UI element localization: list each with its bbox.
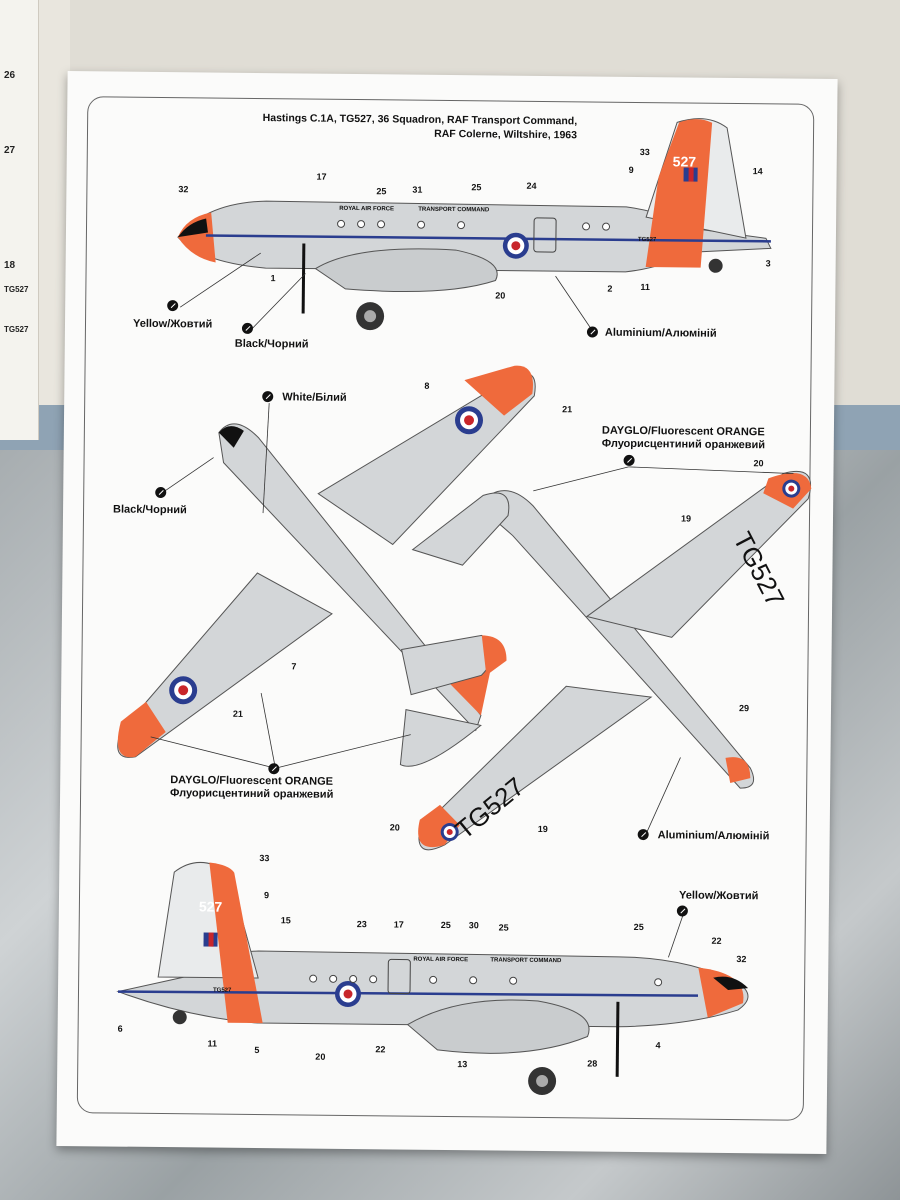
underside-view: TG527 TG527: [401, 470, 812, 851]
side-view-left: [177, 118, 772, 331]
color-dot: [155, 486, 167, 499]
color-dot: [241, 322, 254, 334]
decal-sheet-strip: 26 27 18 TG527 TG527: [0, 0, 39, 440]
color-dot: [262, 391, 274, 403]
color-dot: [623, 454, 635, 466]
color-dot: [167, 300, 179, 312]
color-dot: [637, 829, 649, 841]
side-view-right: [116, 861, 749, 1096]
color-dot: [268, 763, 280, 775]
top-view: [117, 365, 536, 767]
color-dot: [586, 326, 599, 338]
color-dot: [676, 905, 688, 917]
illustrations: TG527 TG527: [116, 118, 812, 1096]
instruction-sheet: Hastings C.1A, TG527, 36 Squadron, RAF T…: [56, 70, 838, 1155]
